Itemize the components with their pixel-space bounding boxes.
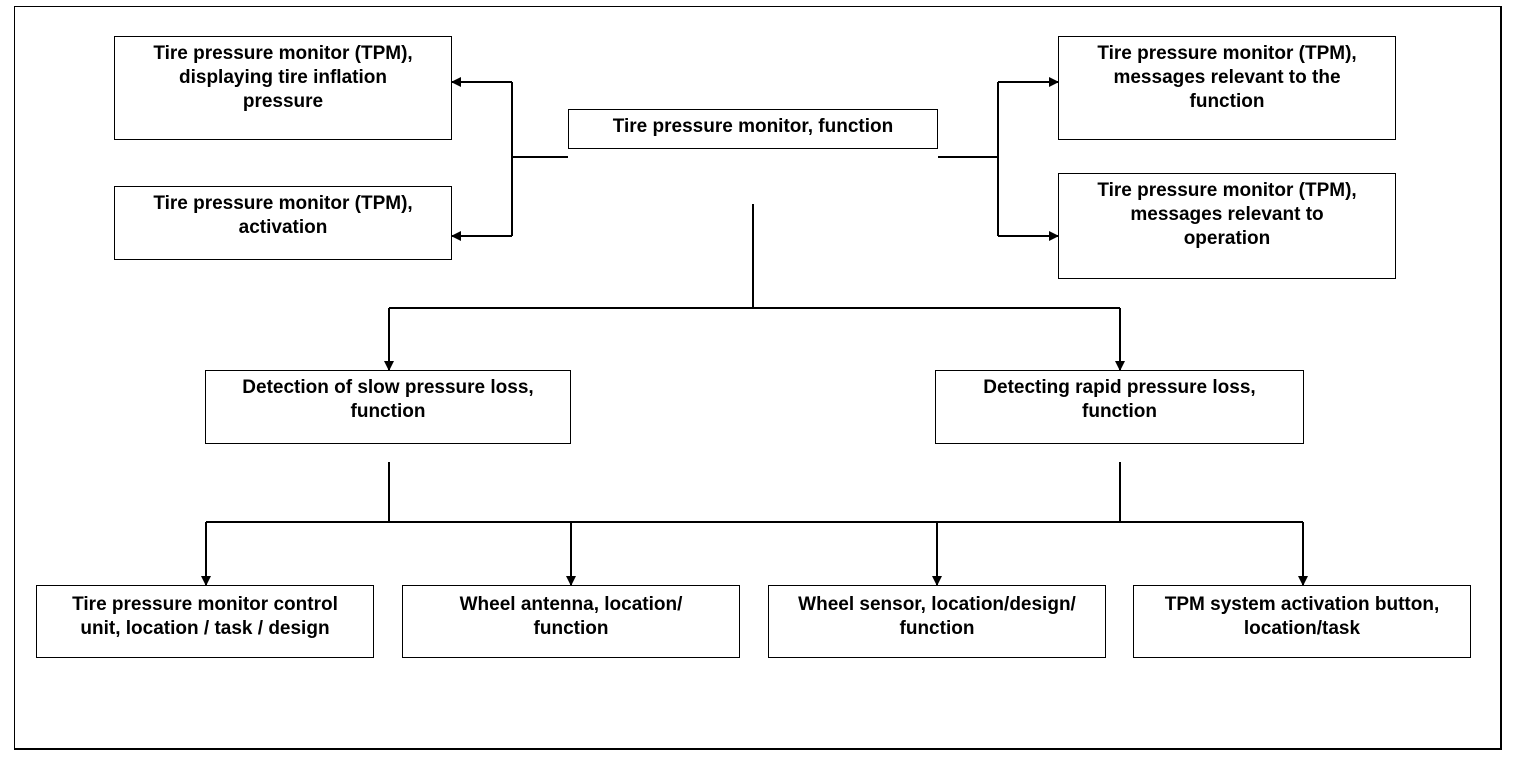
node-slow-pressure-loss: Detection of slow pressure loss, functio… bbox=[205, 370, 571, 444]
node-tpm-displaying-pressure: Tire pressure monitor (TPM), displaying … bbox=[114, 36, 452, 140]
node-control-unit: Tire pressure monitor control unit, loca… bbox=[36, 585, 374, 658]
node-tpm-messages-operation: Tire pressure monitor (TPM), messages re… bbox=[1058, 173, 1396, 279]
node-tpm-messages-function: Tire pressure monitor (TPM), messages re… bbox=[1058, 36, 1396, 140]
node-rapid-pressure-loss: Detecting rapid pressure loss, function bbox=[935, 370, 1304, 444]
node-activation-button: TPM system activation button, location/t… bbox=[1133, 585, 1471, 658]
node-wheel-antenna: Wheel antenna, location/ function bbox=[402, 585, 740, 658]
node-wheel-sensor: Wheel sensor, location/design/ function bbox=[768, 585, 1106, 658]
diagram-frame bbox=[14, 6, 1502, 750]
node-tpm-activation: Tire pressure monitor (TPM), activation bbox=[114, 186, 452, 260]
node-tpm-function: Tire pressure monitor, function bbox=[568, 109, 938, 149]
